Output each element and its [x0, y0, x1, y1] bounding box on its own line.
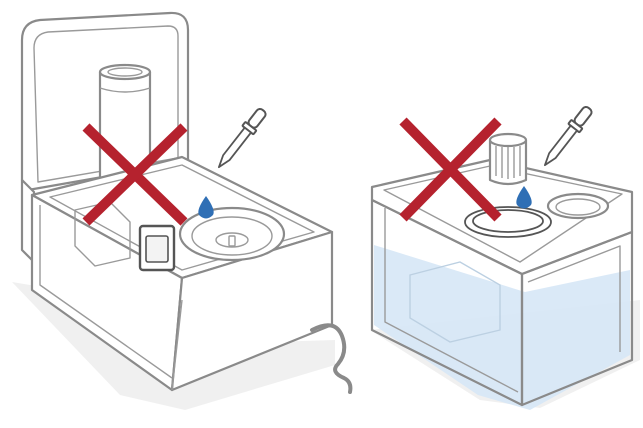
tank-water	[374, 245, 630, 410]
reservoir-well-outer	[180, 208, 284, 260]
left-panel-humidifier-base	[12, 13, 350, 410]
tank-cap-top	[490, 134, 526, 146]
right-panel-water-tank	[370, 104, 640, 410]
sensor-window-inner	[146, 236, 168, 262]
